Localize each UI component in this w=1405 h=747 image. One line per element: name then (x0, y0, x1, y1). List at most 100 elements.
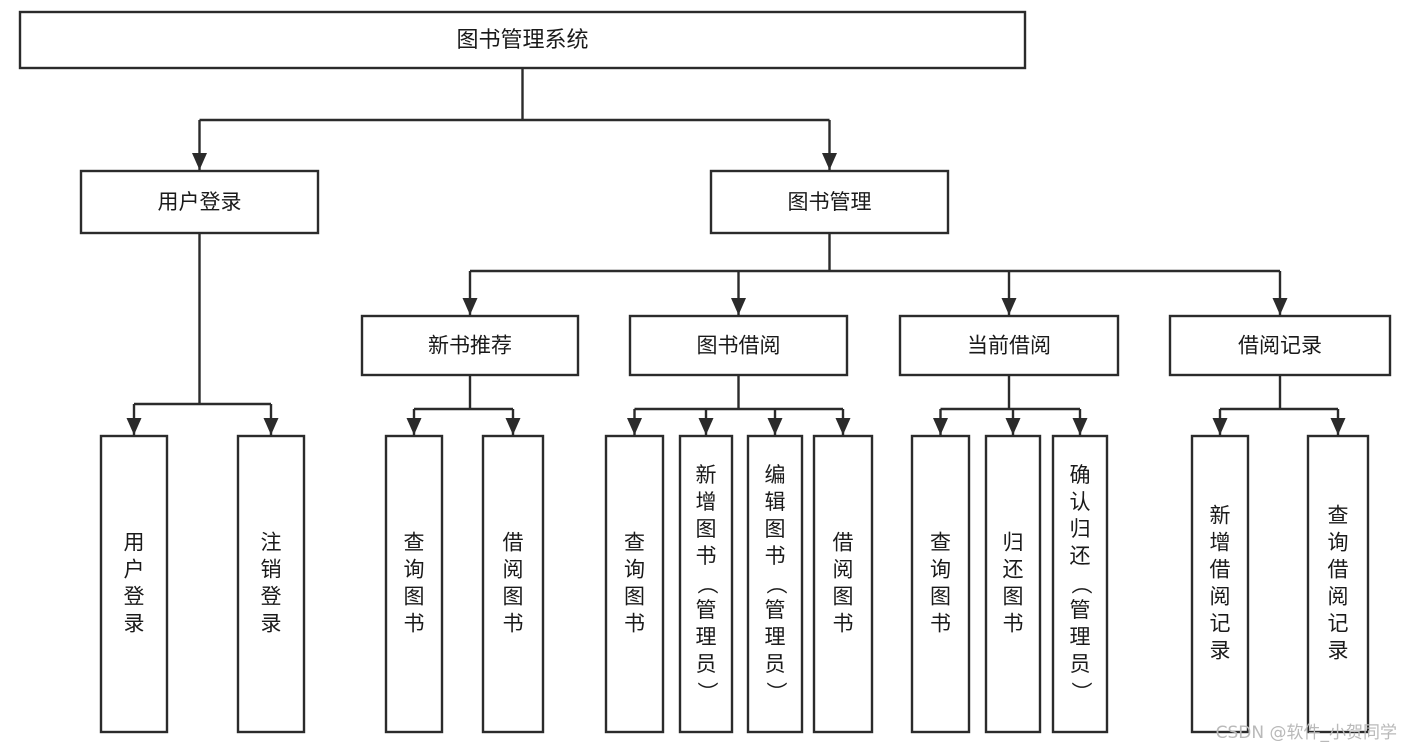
nodes-layer: 图书管理系统用户登录图书管理新书推荐图书借阅当前借阅借阅记录用户登录注销登录查询… (18, 10, 1392, 734)
leaf-label-char: 图 (624, 585, 645, 609)
leaf-node[interactable]: 用户登录 (99, 434, 169, 734)
leaf-label-char: 编 (765, 463, 786, 487)
leaf-label-char: 图 (833, 585, 854, 609)
level3-box (898, 314, 1120, 377)
leaf-box (236, 434, 306, 734)
level2-node[interactable]: 图书管理 (709, 169, 950, 235)
level3-node[interactable]: 图书借阅 (628, 314, 849, 377)
leaf-label-char: 记 (1328, 612, 1349, 636)
leaf-label-char: （ (1069, 574, 1093, 595)
leaf-label-char: 询 (404, 558, 425, 582)
leaf-label-char: ） (1069, 682, 1093, 703)
leaf-box (384, 434, 444, 734)
leaf-label-char: 增 (696, 490, 717, 514)
level3-node[interactable]: 借阅记录 (1168, 314, 1392, 377)
leaf-label-char: 阅 (833, 558, 854, 582)
leaf-label-char: 图 (404, 585, 425, 609)
leaf-box (812, 434, 874, 734)
arrow-head-icon (505, 418, 521, 435)
leaf-label-char: 理 (1070, 625, 1091, 649)
leaf-label-char: 询 (930, 558, 951, 582)
arrow-head-icon (627, 418, 642, 435)
leaf-label-char: 书 (503, 612, 524, 636)
leaf-label-char: 记 (1210, 612, 1231, 636)
leaf-label-char: 借 (1210, 558, 1231, 582)
leaf-label-char: 图 (1003, 585, 1024, 609)
level2-node[interactable]: 用户登录 (79, 169, 320, 235)
leaf-label-char: 图 (765, 517, 786, 541)
leaf-box (984, 434, 1042, 734)
arrow-head-icon (933, 418, 948, 435)
leaf-label-char: 图 (503, 585, 524, 609)
root-box (18, 10, 1027, 70)
arrow-head-icon (1005, 418, 1021, 435)
csdn-watermark: CSDN @软件_小贺同学 (1215, 723, 1397, 743)
leaf-label-char: 理 (696, 625, 717, 649)
leaf-label-char: 图 (930, 585, 951, 609)
arrow-head-icon (126, 418, 142, 435)
leaf-box (99, 434, 169, 734)
level3-node[interactable]: 新书推荐 (360, 314, 580, 377)
level2-label: 图书管理 (788, 190, 872, 214)
arrow-head-icon (835, 418, 851, 435)
level3-label: 图书借阅 (697, 334, 781, 358)
leaf-label-char: 新 (1210, 504, 1231, 528)
leaf-label-char: 归 (1070, 517, 1091, 541)
leaf-label-char: 查 (404, 531, 425, 555)
arrow-head-icon (1212, 418, 1228, 435)
leaf-label-char: 确 (1070, 463, 1091, 487)
level3-node[interactable]: 当前借阅 (898, 314, 1120, 377)
leaf-label-char: 询 (624, 558, 645, 582)
leaf-label-char: 书 (833, 612, 854, 636)
level2-label: 用户登录 (158, 190, 242, 214)
leaf-label-char: ） (695, 682, 719, 703)
leaf-box (1306, 434, 1370, 734)
arrow-head-icon (1072, 418, 1088, 435)
leaf-label-char: 管 (1070, 598, 1091, 622)
leaf-label-char: 管 (765, 598, 786, 622)
arrow-head-icon (192, 153, 207, 170)
level3-label: 新书推荐 (428, 334, 512, 358)
leaf-label-char: 新 (696, 463, 717, 487)
leaf-label-char: 录 (1328, 639, 1349, 663)
root-label: 图书管理系统 (456, 28, 588, 53)
leaf-label-char: 录 (1210, 639, 1231, 663)
level3-box (1168, 314, 1392, 377)
leaf-label-char: 注 (261, 531, 282, 555)
level2-box (709, 169, 950, 235)
leaf-box (1051, 434, 1109, 734)
leaf-label-char: 图 (696, 517, 717, 541)
leaf-label-char: 录 (261, 612, 282, 636)
leaf-label-char: 借 (503, 531, 524, 555)
leaf-label-char: 员 (696, 652, 717, 676)
edges-layer (126, 68, 1346, 435)
leaf-box (604, 434, 665, 734)
leaf-label-char: 增 (1210, 531, 1231, 555)
leaf-label-char: 认 (1070, 490, 1091, 514)
leaf-label-char: 还 (1003, 558, 1024, 582)
leaf-label-char: 阅 (1210, 585, 1231, 609)
arrow-head-icon (263, 418, 279, 435)
arrow-head-icon (731, 298, 746, 315)
leaf-label-char: 查 (930, 531, 951, 555)
leaf-label-char: 书 (765, 544, 786, 568)
level2-box (79, 169, 320, 235)
leaf-label-char: ） (764, 682, 788, 703)
leaf-label-char: 还 (1070, 544, 1091, 568)
root-node[interactable]: 图书管理系统 (18, 10, 1027, 70)
leaf-label-char: 户 (124, 558, 145, 582)
